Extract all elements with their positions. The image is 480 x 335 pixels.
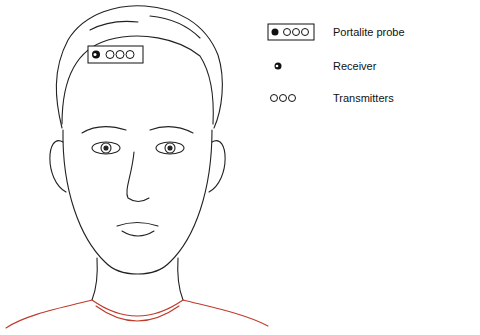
left-iris [101,143,111,153]
left-eyebrow [82,127,126,133]
right-pupil [168,146,172,150]
hair-outline [56,6,222,128]
legend-text: Transmitters [333,91,394,105]
neck-right [178,258,183,300]
right-eye [156,142,184,154]
probe-sample [268,24,314,40]
transmitter-symbol [116,51,124,59]
hairline [62,36,213,124]
transmitter-symbol [284,29,291,36]
mouth-upper [117,223,158,227]
left-eye [92,142,120,154]
collar [92,300,183,316]
left-ear [50,141,66,192]
left-shoulder [6,300,92,328]
collar-inner [96,306,179,321]
receiver-highlight [94,53,97,56]
legend-text: Portalite probe [333,25,405,39]
legend-samples [268,24,314,102]
transmitter-sample [289,95,296,102]
probe-box [88,46,143,63]
neck-left [92,258,97,300]
transmitter-symbol [126,51,134,59]
receiver-sample [275,63,282,70]
mouth-lower [122,231,154,236]
receiver-highlight [276,65,279,68]
nose [127,152,149,202]
receiver-symbol [92,51,100,59]
legend-text: Receiver [333,59,376,73]
portalite-probe [88,46,143,63]
transmitter-sample [271,95,278,102]
transmitter-symbol [293,29,300,36]
right-shoulder [183,300,268,326]
left-pupil [104,146,108,150]
transmitter-symbol [106,51,114,59]
transmitter-sample [280,95,287,102]
face-outline [63,130,212,274]
hair-strand [90,21,138,30]
hair-strand [150,16,200,38]
receiver-symbol [272,29,279,36]
right-eyebrow [150,127,193,133]
right-ear [209,141,225,192]
right-iris [165,143,175,153]
transmitter-symbol [302,29,309,36]
